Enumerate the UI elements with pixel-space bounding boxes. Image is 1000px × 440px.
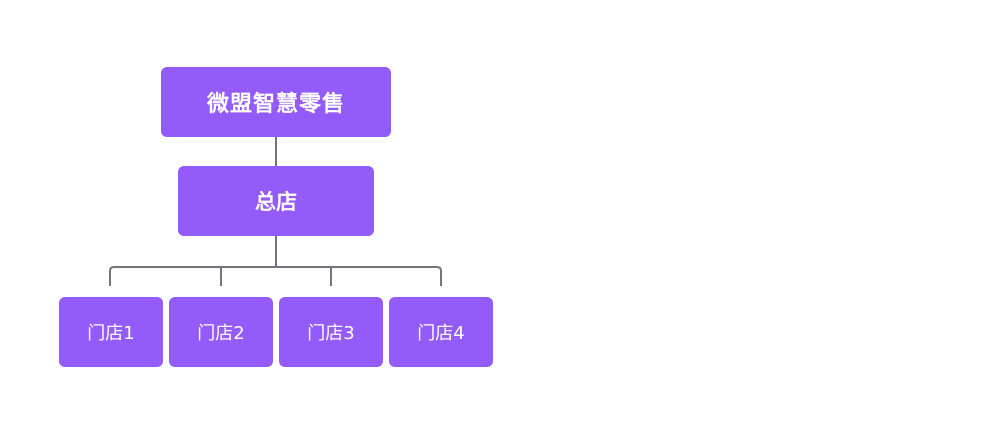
root-node: 微盟智慧零售 (161, 67, 391, 137)
store-node-label: 门店4 (417, 323, 465, 344)
store-node-label: 门店3 (307, 323, 355, 344)
store-node-2: 门店2 (169, 297, 273, 367)
root-node-label: 微盟智慧零售 (206, 92, 345, 117)
store-node-4: 门店4 (389, 297, 493, 367)
store-node-3: 门店3 (279, 297, 383, 367)
store-node-label: 门店2 (197, 323, 245, 344)
store-node-label: 门店1 (87, 323, 135, 344)
headquarters-node-label: 总店 (255, 190, 297, 214)
store-node-1: 门店1 (59, 297, 163, 367)
headquarters-node: 总店 (178, 166, 374, 236)
connector-branch-bar (109, 266, 442, 286)
